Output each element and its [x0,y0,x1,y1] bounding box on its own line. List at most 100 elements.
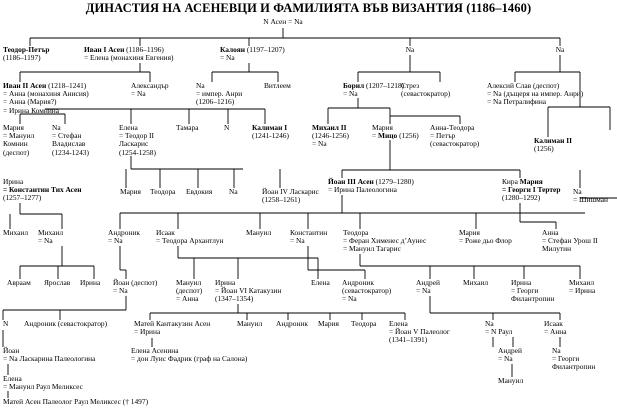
person-node-text: Владислав [52,139,86,149]
person-node-line: Теодора [343,228,426,237]
person-node-line: Мануил [498,376,523,385]
person-node-teodor-petar: Теодор-Петър(1186–1197) [3,45,50,63]
person-node-text: = Йоан VI Катакузин [215,286,282,296]
person-node-elena-asenina: Елена Асенина= дон Луис Фадрик (граф на … [131,346,247,363]
person-node-text: Мария [318,319,339,328]
person-node-line: = Мануил Тагарис [343,245,426,253]
person-node-line: (1258–1261) [262,196,319,204]
person-node-text: Иван II Асен [3,81,47,90]
person-node-text: = N Раул [485,327,513,337]
person-node-text: Михаил [569,278,595,287]
person-node-line: (1341–1391) [389,336,450,344]
person-node-line: Na [573,187,608,196]
person-node-line: = Анна (монахиня Анисия) [3,90,89,98]
person-node-manuil3: Мануил [498,376,523,385]
person-node-text: Na [405,45,415,54]
person-node-isaak2: Исаак= Анна [544,319,567,336]
person-node-irina-kant: Ирина= Йоан VI Катакузин(1347–1354) [215,278,282,304]
diagram-title: ДИНАСТИЯ НА АСЕНЕВЦИ И ФАМИЛИЯТА ВЪВ ВИЗ… [85,1,532,15]
person-node-text: Теодора [343,228,369,237]
person-node-line: = Георги I Тертер [502,186,560,194]
person-node-line: Елена [311,278,330,287]
person-node-line: = Анна [544,328,567,336]
person-node-line: = Ирина Палеологина [328,186,414,194]
person-node-text: = Na [290,236,305,246]
person-node-strez: Стрез(севастократор) [401,81,450,98]
person-node-line: = Na [312,140,349,148]
person-node-aleksandar: Александър= Na [131,81,169,98]
person-node-line: Михаил II [312,123,349,132]
person-node-text: = Ирина [134,327,161,337]
person-node-line: Елена Асенина [131,346,247,355]
person-node-teodora2: Теодора [150,187,175,196]
person-node-andronik2: Андроник [276,319,308,328]
person-node-line: = Феран Хименес д’Аунес [343,237,426,245]
person-node-text: N Асен = Na [263,17,303,26]
person-node-line: = Роже дьо Флор [459,237,512,245]
person-node-andronik1: Андроник= Na [108,228,140,246]
person-node-text: (деспот) [176,286,203,296]
person-node-mihail2: Михаил II(1246-1256)= Na [312,123,349,149]
person-node-text: (1234-1243) [52,147,89,157]
person-node-andrey2: Андрей= Na [498,346,522,363]
person-node-text: = Na [131,89,146,99]
person-node-line: Матей Кантакузин Асен [134,319,210,328]
person-node-elena4: Елена= Мануил Раул Меликсес [3,374,83,391]
person-node-text: (1347–1354) [215,294,254,304]
person-node-text: = Ирина Комнина [3,105,60,115]
person-node-line: Ирина [215,278,281,287]
person-node-line: = Na Ласкарина Палеологина [3,355,95,363]
person-node-text: Анна [542,228,559,237]
person-node-text: = Роже дьо Флор [459,236,512,246]
person-node-text: Андрей [416,278,440,287]
person-node-text: Мануил [237,319,263,328]
person-node-text: Андроник [342,278,374,287]
person-node-text: = Na Ласкарина Палеологина [3,354,96,364]
person-node-text: (севастократор) [430,139,480,149]
person-node-line: Андроник [108,228,140,237]
person-node-text: (1256) [534,144,554,154]
person-node-line: Елена [119,123,156,132]
person-node-text: = Петър [430,131,456,141]
person-node-text: = Стефан Урош II [542,236,598,246]
person-node-line: Мануил [246,228,271,237]
person-node-mihail-n: Михаил= Na [38,228,63,245]
person-node-text: Na [196,81,205,90]
person-node-line: = Na [342,295,391,303]
person-node-na-shishman: Na= Шишман [573,187,608,204]
person-node-line: Теодор-Петър [3,45,50,54]
person-node-line: = Ирина [134,328,210,336]
person-node-line: Na [229,187,238,196]
person-node-isaak1: Исаак= Теодора Архантлун [156,228,224,245]
person-node-text: Иван I Асен [84,45,125,54]
person-node-line: = Стефан [52,132,89,140]
person-node-line: Анна-Теодора [430,123,479,132]
person-node-line: Ярослав [44,278,70,287]
person-node-andronik-sev1: Андроник(севастократор)= Na [342,278,391,304]
person-node-line: = Георги [552,355,595,363]
person-node-mariya2: Мария [120,187,141,196]
person-node-tamara: Тамара [176,123,199,132]
person-node-text: Елена [119,123,138,132]
person-node-line: (1256) [534,145,572,153]
person-node-text: = Na [108,236,123,246]
person-node-aleksiy-slav: Алексий Слав (деспот)= Na (дъщеря на имп… [487,81,583,107]
person-node-text: = [372,131,379,141]
person-node-line: Na [405,45,415,54]
person-node-text: Ирина [511,278,532,287]
person-node-anna-teodora: Анна-Теодора= Петър(севастократор) [430,123,480,149]
person-node-line: Ирина [3,177,82,186]
person-node-line: (деспот) [3,148,34,157]
person-node-line: Андроник [276,319,308,328]
person-node-line: Мария [459,228,512,237]
person-node-line: Авраам [7,278,31,287]
person-node-andronik-sev2: Андроник (севастократор) [24,319,107,328]
person-node-mihail-l: Михаил [3,228,28,237]
person-node-line: Михаил [569,278,595,287]
person-node-text: Мария [372,123,393,132]
person-node-manuil-despot: Мануил(деспот)= Анна [176,278,203,304]
person-node-line: = Na [131,90,169,98]
person-node-text: (1186–1197) [3,53,41,63]
